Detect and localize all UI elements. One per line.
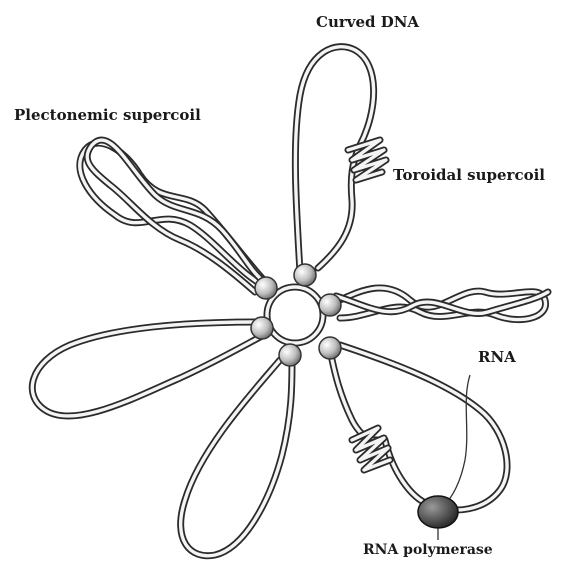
- label-rna-polymerase: RNA polymerase: [363, 542, 493, 558]
- plectonemic-supercoil: [80, 140, 268, 292]
- label-plectonemic-supercoil: Plectonemic supercoil: [14, 106, 201, 124]
- right-plectoneme: [330, 288, 548, 320]
- bead-right: [319, 294, 341, 316]
- left-loop: [32, 322, 262, 416]
- label-curved-dna: Curved DNA: [316, 13, 419, 31]
- label-rna: RNA: [478, 348, 516, 366]
- bottom-loop: [181, 360, 292, 556]
- rna-polymerase: [418, 496, 458, 528]
- bead-lower-right: [319, 337, 341, 359]
- bead-left: [251, 317, 273, 339]
- transcription-loop: [330, 345, 507, 510]
- bead-upper-left: [255, 277, 277, 299]
- bead-top: [294, 264, 316, 286]
- label-toroidal-supercoil: Toroidal supercoil: [393, 166, 545, 184]
- bead-bottom: [279, 344, 301, 366]
